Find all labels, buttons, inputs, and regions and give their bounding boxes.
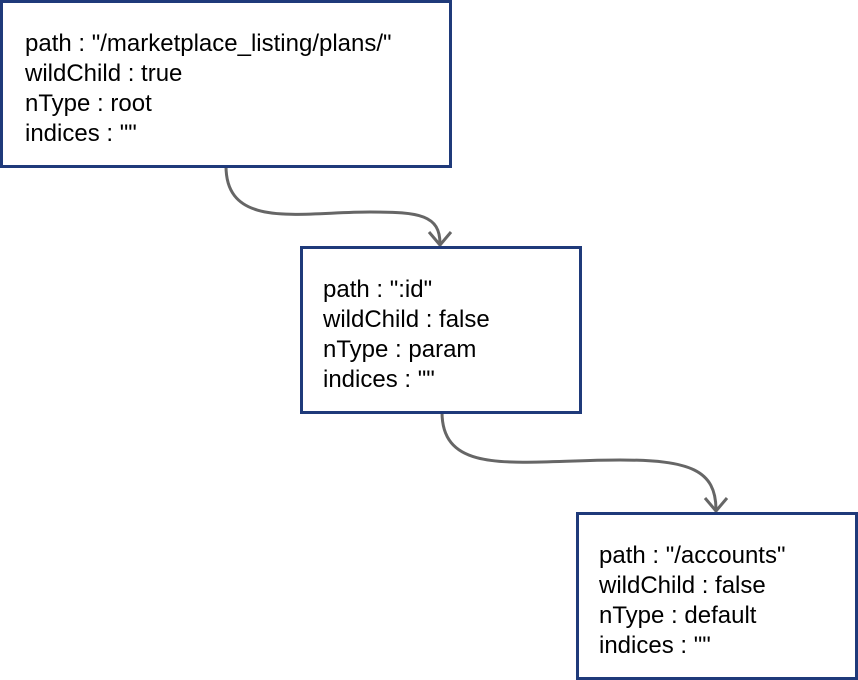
node-root: path : "/marketplace_listing/plans/" wil… bbox=[0, 0, 452, 168]
node-wildchild: wildChild : false bbox=[323, 306, 490, 333]
node-path: path : ":id" bbox=[323, 276, 433, 303]
node-ntype: nType : param bbox=[323, 336, 477, 363]
node-indices: indices : "" bbox=[323, 366, 435, 393]
node-wildchild: wildChild : true bbox=[25, 60, 183, 87]
edge-param-to-accounts bbox=[440, 411, 729, 514]
node-path: path : "/accounts" bbox=[599, 542, 786, 569]
node-indices: indices : "" bbox=[25, 120, 137, 147]
node-ntype: nType : default bbox=[599, 602, 757, 629]
edge-line bbox=[440, 411, 718, 511]
node-accounts: path : "/accounts" wildChild : false nTy… bbox=[576, 512, 858, 680]
node-wildchild: wildChild : false bbox=[599, 572, 766, 599]
node-path: path : "/marketplace_listing/plans/" bbox=[25, 30, 392, 57]
arrowhead-icon bbox=[703, 497, 729, 514]
arrowhead-icon bbox=[427, 231, 453, 248]
node-indices: indices : "" bbox=[599, 632, 711, 659]
node-param: path : ":id" wildChild : false nType : p… bbox=[300, 246, 582, 414]
node-ntype: nType : root bbox=[25, 90, 152, 117]
edge-line bbox=[224, 165, 442, 245]
edge-root-to-param bbox=[224, 165, 453, 248]
